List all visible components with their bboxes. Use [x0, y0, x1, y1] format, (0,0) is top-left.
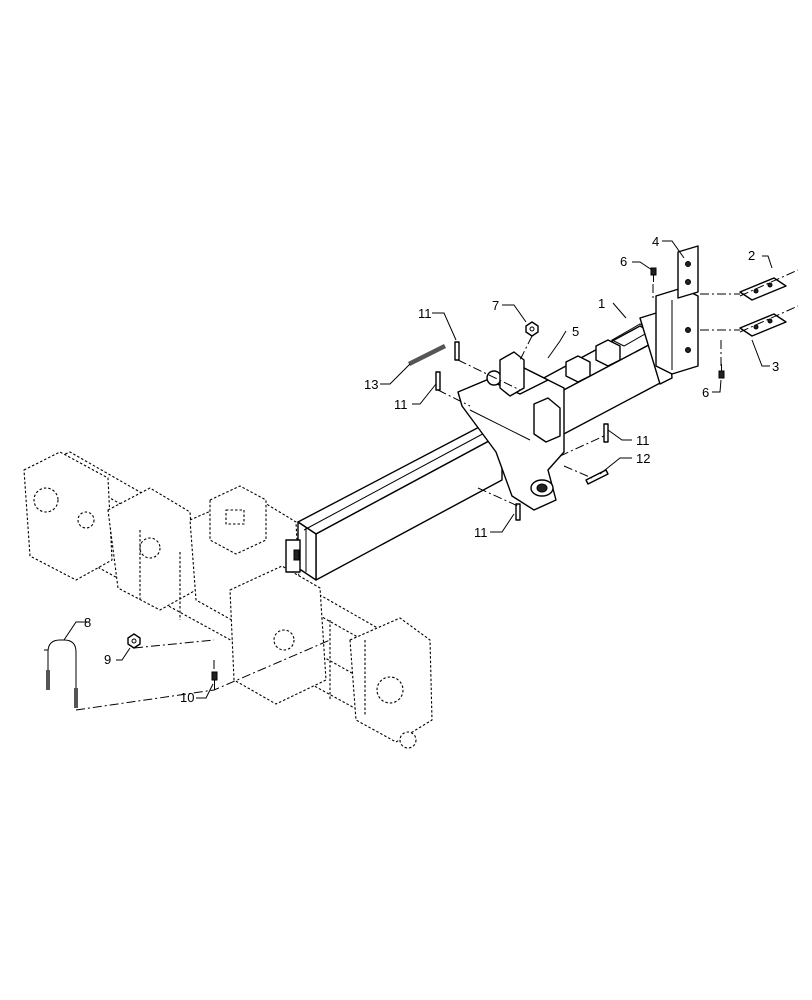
plate-2	[739, 277, 787, 301]
center-bracket	[457, 339, 621, 511]
callout-12: 12	[636, 451, 650, 466]
callout-8: 8	[84, 615, 91, 630]
pin-11-left	[435, 371, 441, 391]
assembly-axes	[75, 269, 799, 711]
pin-12	[585, 469, 609, 485]
bolt-10	[211, 671, 218, 690]
callout-11-top: 11	[418, 306, 432, 321]
pin-11-bottom	[515, 503, 521, 521]
phantom-toolbar-assembly	[23, 451, 433, 749]
callout-11-left: 11	[394, 397, 408, 412]
u-bolt-8	[44, 639, 78, 708]
pin-11-top	[454, 341, 460, 361]
callout-5: 5	[572, 324, 579, 339]
callout-6-upper: 6	[620, 254, 627, 269]
callout-3: 3	[772, 359, 779, 374]
rod-13	[408, 344, 446, 366]
callout-6-lower: 6	[702, 385, 709, 400]
rear-mount-bracket	[655, 245, 699, 375]
callout-9: 9	[104, 652, 111, 667]
callout-13: 13	[364, 377, 378, 392]
bolt-6-upper	[650, 267, 657, 282]
pin-11-right	[603, 423, 609, 443]
callout-11-bottom: 11	[474, 525, 488, 540]
callout-1: 1	[598, 296, 605, 311]
callout-4: 4	[652, 234, 659, 249]
bolt-6-lower	[718, 364, 725, 379]
callout-10: 10	[180, 690, 194, 705]
callout-11-right: 11	[636, 433, 650, 448]
callout-labels: 1 2 3 4 5 6 6 7 8 9 10 11 11 11 11 12 13	[84, 234, 779, 705]
nut-7	[525, 321, 539, 337]
nut-9	[127, 633, 141, 649]
plate-3	[739, 313, 787, 337]
callout-7: 7	[492, 298, 499, 313]
callout-2: 2	[748, 248, 755, 263]
leader-lines	[63, 240, 773, 699]
